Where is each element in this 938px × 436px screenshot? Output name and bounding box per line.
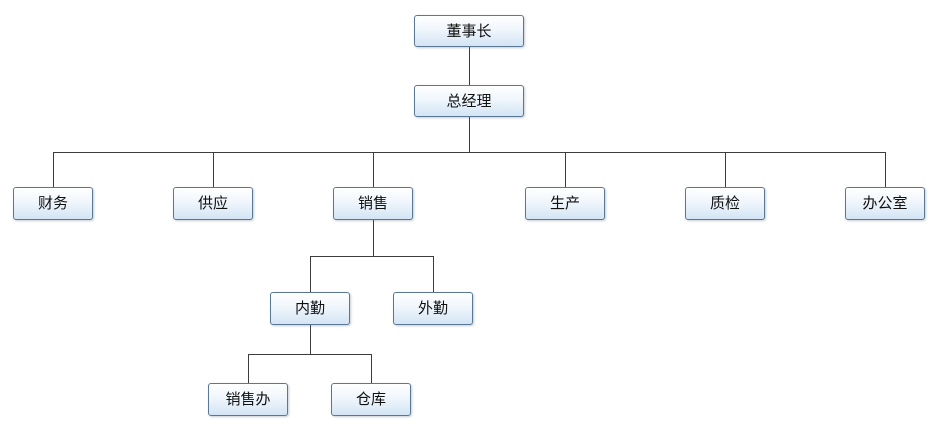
node-label: 生产: [549, 194, 580, 212]
node-label: 内勤: [294, 299, 325, 317]
node-label: 总经理: [446, 91, 492, 110]
node-supply[interactable]: 供应: [173, 187, 253, 220]
node-label: 供应: [197, 194, 228, 212]
node-quality-inspection[interactable]: 质检: [685, 187, 765, 220]
node-label: 质检: [709, 194, 740, 212]
node-label: 办公室: [862, 194, 908, 212]
node-production[interactable]: 生产: [525, 187, 605, 220]
node-label: 销售办: [225, 390, 271, 408]
node-finance[interactable]: 财务: [13, 187, 93, 220]
node-general-manager[interactable]: 总经理: [414, 85, 524, 117]
node-field-work[interactable]: 外勤: [393, 292, 473, 325]
node-sales-office[interactable]: 销售办: [208, 383, 288, 416]
node-label: 销售: [357, 194, 388, 212]
node-internal-affairs[interactable]: 内勤: [270, 292, 350, 325]
node-chairman[interactable]: 董事长: [414, 15, 524, 47]
node-label: 董事长: [446, 21, 492, 40]
node-label: 仓库: [355, 390, 386, 408]
node-label: 财务: [37, 194, 68, 212]
node-sales[interactable]: 销售: [333, 187, 413, 220]
node-warehouse[interactable]: 仓库: [331, 383, 411, 416]
node-office[interactable]: 办公室: [845, 187, 925, 220]
node-label: 外勤: [417, 299, 448, 317]
